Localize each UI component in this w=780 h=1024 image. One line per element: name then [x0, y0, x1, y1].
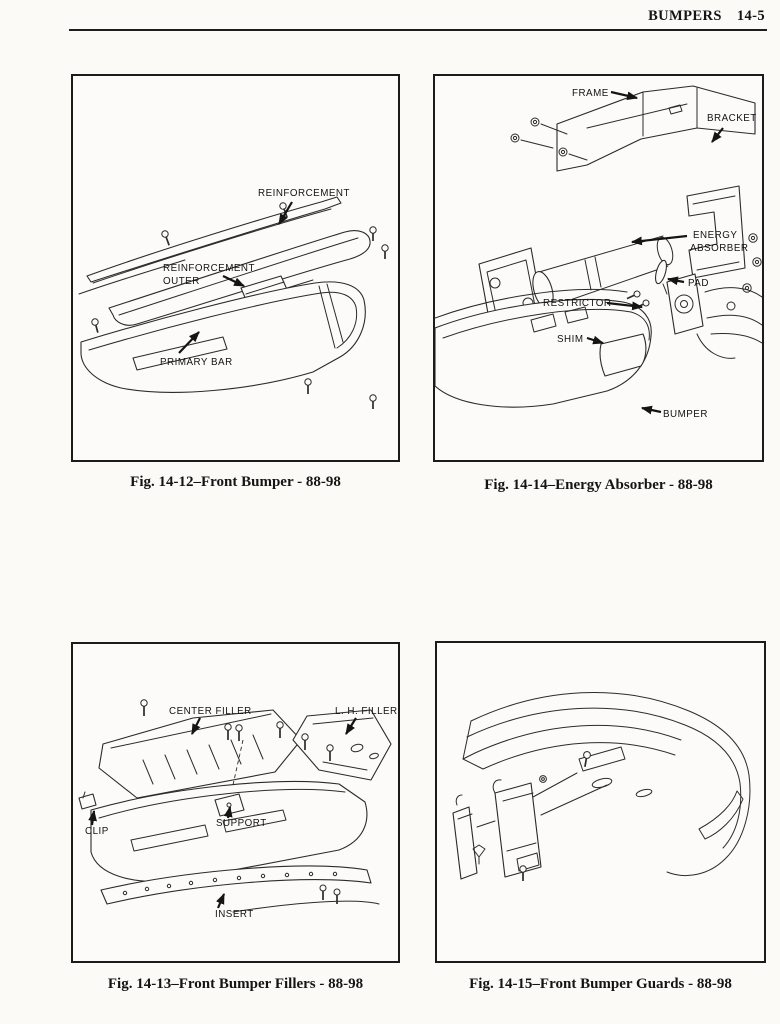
figure-panel-14-15	[435, 641, 766, 963]
front-bumper-guards-diagram	[452, 691, 751, 881]
label-reinforcement-outer-line1: REINFORCEMENT	[163, 263, 255, 274]
label-frame: FRAME	[572, 88, 609, 99]
leader-arrow-reinforcement	[278, 201, 293, 225]
figure-panel-14-13: CENTER FILLER L. H. FILLER CLIP SUPPORT …	[71, 642, 400, 963]
leader-arrow-reinforcement-outer	[222, 275, 245, 287]
frame-bolt-icons	[510, 117, 588, 161]
leader-arrow-frame	[610, 90, 639, 101]
label-support: SUPPORT	[216, 818, 267, 829]
leader-arrow-clip	[88, 809, 97, 826]
label-bumper: BUMPER	[663, 409, 708, 420]
leader-arrow-support	[223, 805, 233, 819]
label-energy-absorber-line1: ENERGY	[693, 230, 737, 241]
label-primary-bar: PRIMARY BAR	[160, 357, 233, 368]
reinforcement-strip-drawing	[78, 196, 342, 295]
leader-arrow-bumper	[640, 405, 662, 415]
insert-drawing	[100, 865, 380, 913]
center-filler-drawing	[98, 709, 302, 799]
label-reinforcement: REINFORCEMENT	[258, 188, 350, 199]
label-pad: PAD	[688, 278, 709, 289]
leader-arrow-center-filler	[191, 717, 201, 735]
leader-arrow-pad	[666, 276, 685, 286]
bracket-drawing	[686, 185, 762, 293]
guard-drawing	[452, 772, 608, 880]
leader-arrow-restrictor	[606, 301, 644, 311]
front-bumper-fillers-diagram: CENTER FILLER L. H. FILLER CLIP SUPPORT …	[78, 699, 398, 920]
label-reinforcement-outer-line2: OUTER	[163, 276, 200, 287]
leader-arrow-energy-absorber	[630, 234, 688, 246]
label-clip: CLIP	[85, 826, 109, 837]
label-center-filler: CENTER FILLER	[169, 706, 252, 717]
label-lh-filler: L. H. FILLER	[335, 706, 398, 717]
bumper-drawing	[435, 289, 652, 408]
lh-filler-drawing	[292, 709, 392, 781]
energy-absorber-diagram: FRAME BRACKET ENERGY ABSORBER PAD RESTRI…	[435, 85, 762, 420]
leader-arrow-lh-filler	[345, 717, 357, 735]
bumper-face-drawing	[90, 780, 368, 883]
filler-screw-icons	[140, 699, 334, 795]
pad-drawing	[655, 259, 668, 295]
figure-caption-14-13: Fig. 14-13–Front Bumper Fillers - 88-98	[107, 976, 364, 992]
leader-arrow-bracket	[711, 127, 724, 143]
primary-bar-drawing	[80, 281, 366, 393]
label-insert: INSERT	[215, 909, 254, 920]
label-shim: SHIM	[557, 334, 584, 345]
header-section-title: BUMPERS	[648, 8, 722, 24]
right-assembly-drawing	[696, 287, 762, 359]
figure-caption-14-14: Fig. 14-14–Energy Absorber - 88-98	[484, 477, 713, 493]
header-page-number: 14-5	[736, 8, 765, 24]
figure-caption-14-12: Fig. 14-12–Front Bumper - 88-98	[130, 474, 341, 490]
page-header: BUMPERS 14-5	[648, 8, 765, 25]
restrictor-drawing	[626, 273, 704, 335]
support-drawing	[214, 793, 245, 817]
fastener-icons	[91, 202, 389, 409]
leader-arrow-insert	[216, 892, 226, 909]
leader-arrow-shim	[586, 335, 605, 345]
figure-panel-14-12: REINFORCEMENT REINFORCEMENT OUTER PRIMAR…	[71, 74, 400, 462]
label-restrictor: RESTRICTOR	[543, 298, 612, 309]
leader-arrow-primary-bar	[178, 331, 200, 354]
figure-caption-14-15: Fig. 14-15–Front Bumper Guards - 88-98	[469, 976, 732, 992]
label-energy-absorber-line2: ABSORBER	[690, 243, 748, 254]
clip-drawing	[78, 791, 97, 810]
figure-panel-14-14: FRAME BRACKET ENERGY ABSORBER PAD RESTRI…	[433, 74, 764, 462]
header-rule	[69, 29, 767, 31]
label-bracket: BRACKET	[707, 113, 757, 124]
frame-rail-drawing	[556, 85, 756, 172]
guard-fastener-icons	[472, 751, 591, 881]
front-bumper-diagram: REINFORCEMENT REINFORCEMENT OUTER PRIMAR…	[78, 188, 389, 409]
bumper-contour-drawing	[462, 691, 751, 877]
